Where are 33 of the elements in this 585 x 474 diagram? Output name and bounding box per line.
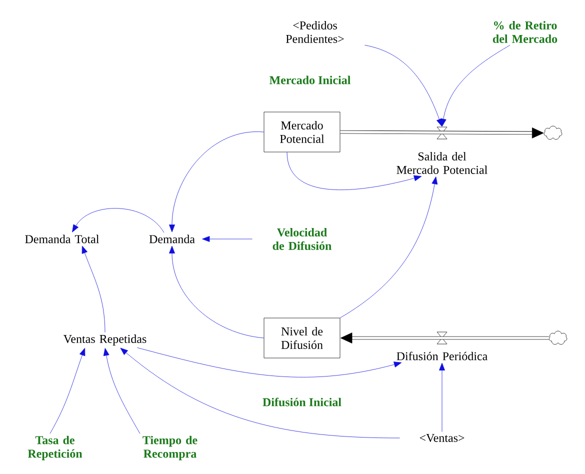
arrow [169,246,264,338]
arrow [440,44,510,126]
stock-box: Mercado Potencial [264,112,340,152]
variable-label: Demanda [149,234,195,244]
arrow [137,347,402,378]
constant-label: Tiempo de Recompra [142,436,198,460]
arrow [202,236,252,242]
flow-label: Difusión Periódica [396,352,488,360]
arrow [72,208,164,233]
stock-box: Nivel de Difusión [264,318,340,358]
constant-label: Velocidad de Difusión [272,228,332,250]
arrow [364,44,442,126]
variable-label: Demanda Total [25,234,99,244]
variable-label: <Ventas> [420,434,464,442]
flow-label: Salida del Mercado Potencial [396,152,488,174]
cloud-icon [548,330,568,345]
arrow [120,348,400,438]
constant-label: Tasa de Repetición [28,436,82,460]
variable-label: <Pedidos Pendientes> [286,21,344,43]
arrow [82,246,106,333]
arrow [50,348,86,434]
cloud-icon [544,126,562,140]
flow-pipe [340,128,544,138]
constant-label: Mercado Inicial [270,76,350,84]
flow-pipe [340,332,549,344]
arrow [169,132,264,232]
arrow [439,362,445,432]
arrow [103,348,140,434]
constant-label: Difusión Inicial [262,398,342,406]
arrow [286,152,422,190]
arrow [340,176,438,318]
variable-label: Ventas Repetidas [63,334,146,346]
constant-label: % de Retiro del Mercado [492,21,558,43]
